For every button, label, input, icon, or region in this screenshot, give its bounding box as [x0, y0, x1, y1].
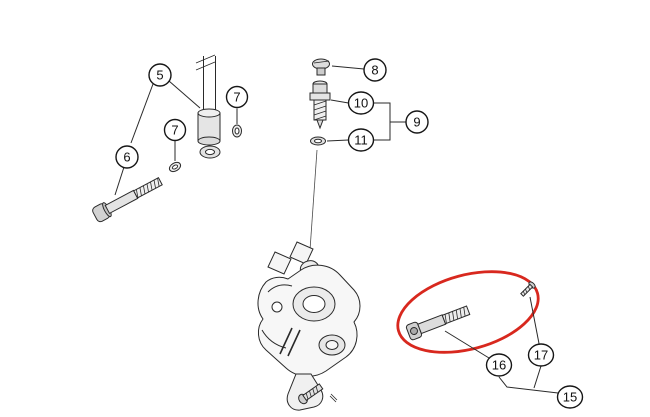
callout-17-circle — [527, 343, 555, 367]
caliper-detail-arc — [267, 284, 293, 293]
bolt16-socket — [410, 327, 418, 335]
callout-5: 5 — [148, 63, 172, 87]
leader-5-to-connector — [168, 80, 201, 109]
callout-11-label: 11 — [354, 133, 368, 148]
callout-6-circle — [115, 145, 139, 169]
caliper-piston-inner — [325, 340, 339, 350]
projection-line-to-caliper — [309, 149, 318, 251]
leader-15 — [498, 365, 559, 394]
washer-7b-inner — [171, 164, 179, 170]
nipple-flange — [309, 92, 331, 101]
callouts: 5 7 7 6 8 10 9 11 — [115, 58, 584, 409]
nipple-coil-lines — [313, 100, 327, 121]
callout-7b: 7 — [163, 118, 187, 142]
callout-15-circle — [556, 385, 584, 409]
bolt16-shaft — [417, 314, 447, 335]
bolt6-thread-lines — [135, 178, 160, 198]
fixing-bolt-drawing — [405, 305, 471, 341]
callout-9-label: 9 — [413, 115, 420, 130]
callout-11: 11 — [347, 128, 375, 152]
leader-8 — [331, 65, 365, 70]
hose-line — [203, 56, 216, 112]
leader-11 — [326, 139, 349, 142]
caliper-pad-bolt — [298, 383, 324, 405]
banjo-ring-inner — [205, 148, 215, 156]
leader-16 — [444, 330, 490, 359]
callout-16: 16 — [485, 353, 513, 377]
oring-inner — [314, 138, 322, 144]
callout-8: 8 — [363, 58, 387, 82]
hose-connector-bottom — [197, 136, 221, 146]
callout-5-circle — [148, 63, 172, 87]
caliper-bore-inner — [302, 295, 326, 313]
callout-7b-label: 7 — [171, 123, 178, 138]
callout-9: 9 — [405, 110, 429, 134]
callout-15-label: 15 — [563, 390, 577, 405]
bleed-cap-stem — [316, 67, 326, 76]
pad-bolt-threads — [305, 386, 319, 400]
hose-assembly-drawing — [92, 54, 242, 223]
callout-7a-label: 7 — [233, 90, 240, 105]
nipple-tip — [316, 119, 324, 130]
connecter-bolt-drawing — [92, 177, 163, 223]
washer-7a-inner — [234, 127, 240, 135]
hose-break-mark — [195, 54, 216, 71]
callout-10-label: 10 — [354, 96, 368, 111]
logo-slash — [279, 327, 301, 357]
bleed-screw-drawing — [309, 58, 406, 251]
callout-9-circle — [405, 110, 429, 134]
leader-5-to-bolt — [130, 83, 154, 144]
callout-10-circle — [347, 91, 375, 115]
callout-17-label: 17 — [534, 348, 548, 363]
fixing-bolt-group — [396, 270, 559, 394]
callout-15: 15 — [556, 385, 584, 409]
callout-6: 6 — [115, 145, 139, 169]
washer-7b — [168, 161, 182, 173]
bolt16-thread-lines — [444, 307, 466, 324]
callout-7a-circle — [225, 85, 249, 109]
leader-10 — [330, 99, 349, 104]
caliper-clip — [329, 393, 338, 403]
callout-8-circle — [363, 58, 387, 82]
caliper-top-tab-2 — [267, 251, 292, 275]
caliper-hole — [271, 301, 283, 313]
caliper-lower-arm — [286, 373, 324, 411]
red-highlight-ellipse — [396, 270, 540, 354]
snap-pin-drawing — [520, 281, 536, 297]
bleed-cap-slot — [313, 60, 330, 64]
leader-6 — [114, 166, 125, 196]
pin-thread-lines — [522, 286, 531, 295]
callout-8-label: 8 — [371, 63, 378, 78]
callout-7a: 7 — [225, 85, 249, 109]
callout-10: 10 — [347, 91, 375, 115]
callout-16-circle — [485, 353, 513, 377]
caliper-drawing — [257, 241, 361, 411]
nipple-upper — [312, 83, 328, 94]
callout-11-circle — [347, 128, 375, 152]
pin-shaft — [520, 283, 534, 297]
bolt16-threads — [441, 305, 471, 325]
bracket-9 — [373, 102, 406, 141]
callout-7b-circle — [163, 118, 187, 142]
callout-5-label: 5 — [156, 68, 163, 83]
leader-17 — [529, 296, 540, 344]
hose-connector-top — [197, 108, 221, 118]
callout-6-label: 6 — [123, 150, 130, 165]
callout-17: 17 — [527, 343, 555, 367]
bolt6-shaft — [104, 189, 139, 215]
callout-16-label: 16 — [492, 358, 506, 373]
